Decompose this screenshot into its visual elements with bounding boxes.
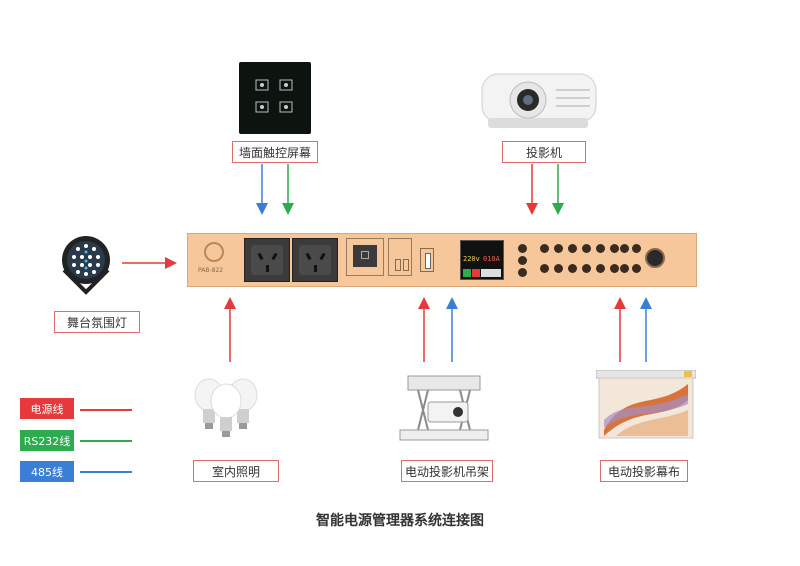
- projector-screen-icon: [595, 369, 697, 439]
- channel-button[interactable]: [582, 244, 591, 253]
- legend-485-chip: 485线: [20, 461, 74, 482]
- power-button[interactable]: [645, 248, 665, 268]
- usb-port: [420, 248, 434, 272]
- touch-screen-buttons-icon: [255, 79, 293, 113]
- projector-lift-icon: [399, 375, 489, 441]
- projector-lift-label: 电动投影机吊架: [401, 460, 493, 482]
- projector-icon: [481, 73, 597, 128]
- projector-screen-image: [595, 369, 697, 440]
- stage-light-label: 舞台氛围灯: [54, 311, 140, 333]
- light-bulbs-image: [193, 375, 265, 439]
- legend-rs232-line: [80, 440, 132, 442]
- projector-label: 投影机: [502, 141, 586, 163]
- channel-button[interactable]: [540, 264, 549, 273]
- legend-rs232-chip: RS232线: [20, 430, 74, 451]
- channel-button[interactable]: [568, 244, 577, 253]
- bulb-icon: [194, 378, 258, 437]
- mode-button[interactable]: [632, 264, 641, 273]
- touch-screen-image: [239, 62, 311, 134]
- nav-button[interactable]: [518, 256, 527, 265]
- legend-power-chip: 电源线: [20, 398, 74, 419]
- model-label: PAB-822: [198, 267, 224, 274]
- projector-screen-label: 电动投影幕布: [600, 460, 688, 482]
- diagram-title: 智能电源管理器系统连接图: [316, 513, 484, 529]
- stage-light-icon: [62, 236, 110, 295]
- touch-screen-label: 墙面触控屏幕: [232, 141, 318, 163]
- mode-button[interactable]: [632, 244, 641, 253]
- nav-button[interactable]: [518, 244, 527, 253]
- current-readout: 010A: [483, 255, 500, 263]
- power-manager-unit: PAB-822 220v 010A: [187, 233, 697, 287]
- nav-button[interactable]: [518, 268, 527, 277]
- channel-button[interactable]: [596, 244, 605, 253]
- projector-image: [478, 62, 600, 134]
- projector-lift-image: [398, 372, 490, 442]
- channel-button[interactable]: [610, 244, 619, 253]
- channel-button[interactable]: [582, 264, 591, 273]
- status-display: 220v 010A: [460, 240, 504, 280]
- channel-button[interactable]: [610, 264, 619, 273]
- indoor-lighting-label: 室内照明: [193, 460, 279, 482]
- brand-logo: [204, 242, 224, 262]
- channel-button[interactable]: [568, 264, 577, 273]
- switch-panel: [388, 238, 412, 276]
- auxiliary-socket: [346, 238, 384, 276]
- stage-light-image: [56, 230, 116, 296]
- channel-button[interactable]: [596, 264, 605, 273]
- channel-button[interactable]: [554, 264, 563, 273]
- power-socket-1: [244, 238, 290, 282]
- mode-button[interactable]: [620, 264, 629, 273]
- legend-power-line: [80, 409, 132, 411]
- power-socket-2: [292, 238, 338, 282]
- channel-button[interactable]: [554, 244, 563, 253]
- voltage-readout: 220v: [463, 255, 480, 263]
- legend-485-line: [80, 471, 132, 473]
- channel-button[interactable]: [540, 244, 549, 253]
- mode-button[interactable]: [620, 244, 629, 253]
